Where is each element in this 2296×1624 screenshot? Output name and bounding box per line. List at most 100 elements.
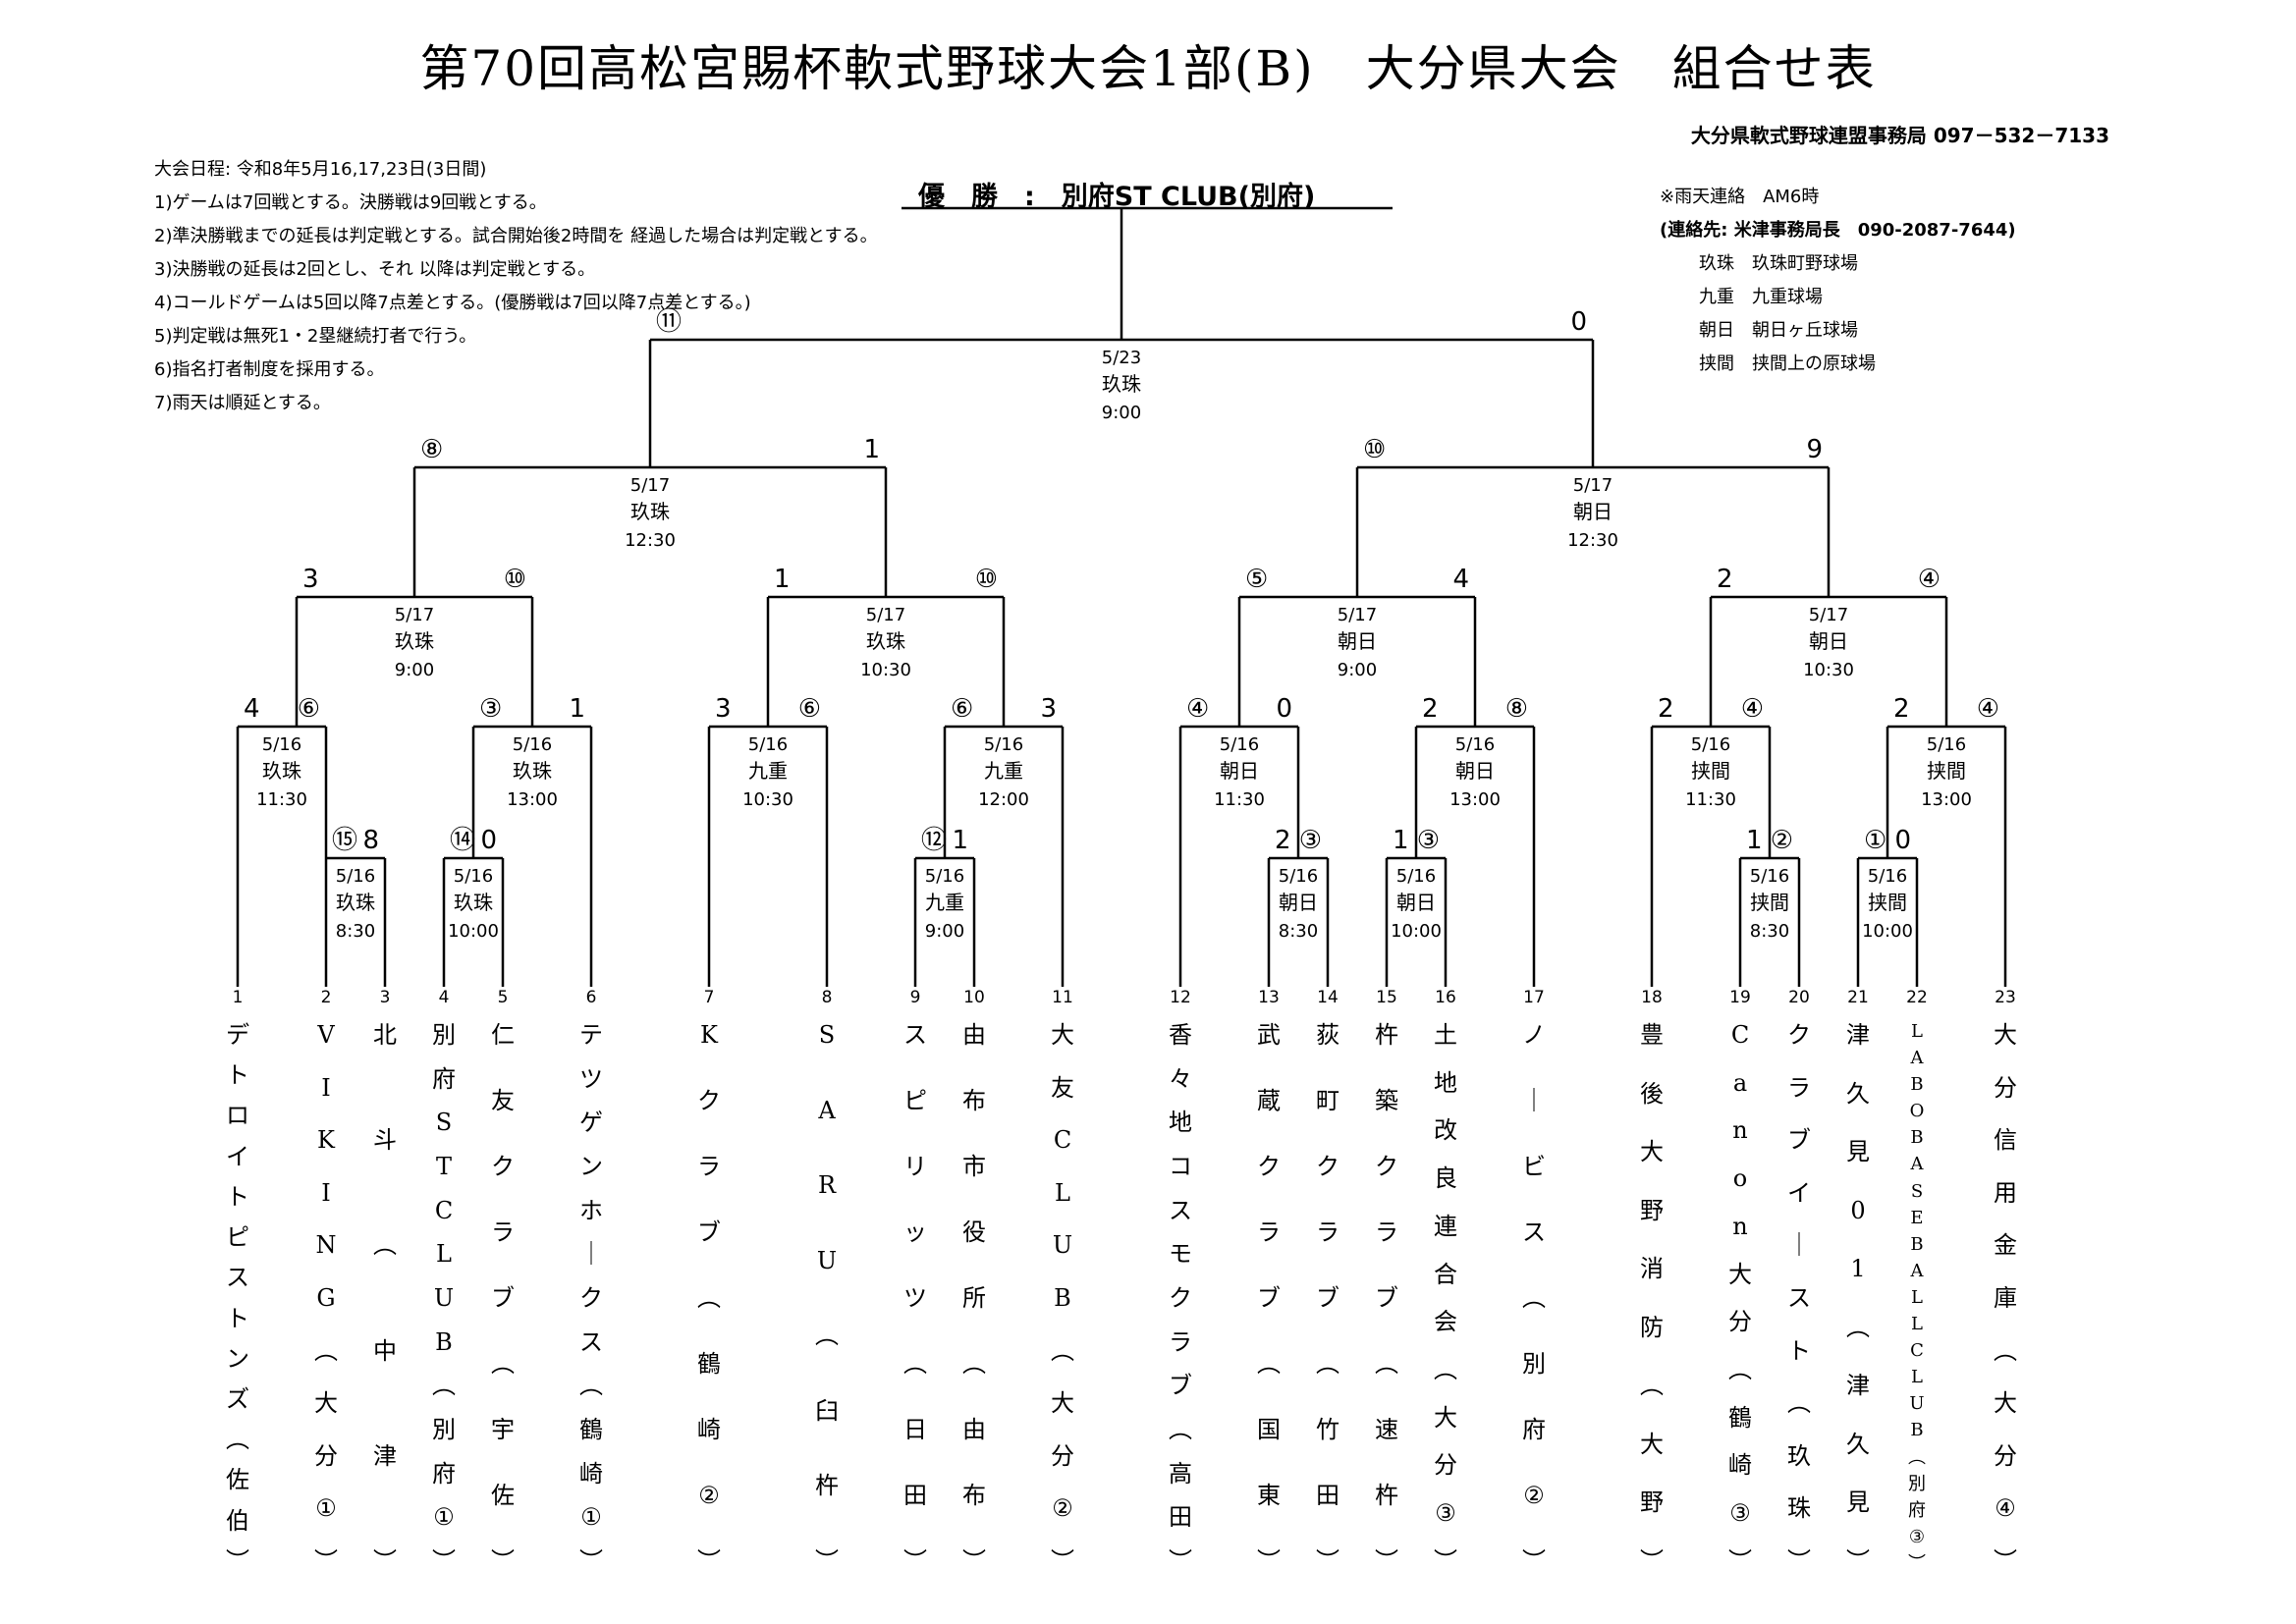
team-name-char: 荻: [1316, 1021, 1339, 1049]
team-number: 20: [1788, 988, 1810, 1007]
team-number: 23: [1995, 988, 2016, 1007]
team-name-char: 大: [1051, 1389, 1074, 1418]
team-name-char: ト: [226, 1304, 249, 1332]
team-name-char: K: [700, 1021, 718, 1049]
team-name-char: V: [317, 1021, 335, 1049]
team-name-char: 田: [1169, 1503, 1192, 1532]
team-name-char: 庫: [1994, 1283, 2017, 1312]
team-name-char: 崎: [1728, 1451, 1752, 1480]
rain-contact-phone: (連絡先: 米津事務局長 090-2087-7644): [1660, 220, 2016, 241]
team-name-char: 役: [962, 1218, 986, 1246]
team-name-char: 蔵: [1257, 1087, 1281, 1114]
game-time: 10:30: [742, 789, 793, 810]
score-right: ⑥: [798, 694, 821, 724]
game-date: 5/16: [1868, 866, 1907, 887]
team-name-char: ︵: [1908, 1446, 1926, 1468]
team-name-char: ︶: [1994, 1546, 2017, 1575]
team-name-char: 分: [1994, 1073, 2017, 1102]
game-venue: 朝日: [1279, 891, 1318, 914]
team-name-char: 玖: [1787, 1441, 1811, 1470]
team-name-char: 竹: [1316, 1416, 1339, 1443]
game-time: 8:30: [1279, 921, 1318, 942]
team-name-char: イ: [226, 1142, 249, 1170]
team-name-char: 連: [1434, 1212, 1457, 1240]
team-name-char: ︶: [1375, 1547, 1398, 1575]
team-name-char: 大: [1994, 1389, 2017, 1418]
team-name-char: ラ: [1787, 1073, 1811, 1102]
team-name-char: 珠: [1787, 1494, 1811, 1523]
team-name-char: S: [435, 1109, 453, 1137]
team-name-char: ︶: [697, 1547, 721, 1575]
team-name-char: 大: [314, 1389, 338, 1418]
score-left: ⑮: [332, 826, 357, 855]
team-name-char: 大: [1728, 1260, 1752, 1288]
team-name-char: ︵: [314, 1336, 338, 1365]
game-venue: 朝日: [1455, 759, 1495, 783]
team-name: 由布市役所︵由布︶: [955, 1023, 994, 1573]
team-name-char: 府: [1522, 1416, 1546, 1443]
team-name-char: ︶: [1434, 1546, 1457, 1575]
score-right: 0: [1894, 826, 1911, 855]
team-name-char: ④: [1995, 1494, 2016, 1523]
game-time: 10:00: [448, 921, 499, 942]
game-time: 8:30: [336, 921, 375, 942]
team-name-char: ︵: [815, 1322, 839, 1350]
score-left: ⑩: [1363, 435, 1386, 464]
score-right: 8: [362, 826, 379, 855]
score-right: ④: [1977, 694, 1999, 724]
game-time: 10:00: [1391, 921, 1442, 942]
team-number: 18: [1641, 988, 1663, 1007]
team-name-char: K: [317, 1126, 335, 1155]
team-number: 5: [497, 988, 509, 1007]
team-name-char: ︶: [373, 1546, 397, 1575]
game-venue: 挟間: [1750, 891, 1789, 914]
team-name-char: 0: [1850, 1196, 1866, 1224]
score-right: 3: [1040, 694, 1057, 724]
score-right: 0: [1570, 307, 1587, 337]
team-name-char: ︶: [1640, 1546, 1664, 1575]
team-name-char: 佐: [226, 1466, 249, 1494]
team-name: 仁友クラブ︵宇佐︶: [483, 1023, 522, 1573]
team-name-char: 会: [1434, 1308, 1457, 1336]
team-name-char: 信: [1994, 1126, 2017, 1155]
team-name-char: ク: [697, 1087, 721, 1114]
game-venue: 九重: [748, 759, 788, 783]
team-name-char: ツ: [903, 1284, 927, 1312]
team-name-char: ︵: [491, 1350, 515, 1378]
team-name-char: C: [1910, 1340, 1924, 1362]
team-name-char: 布: [962, 1087, 986, 1114]
team-name-char: 布: [962, 1482, 986, 1509]
team-name-char: 杵: [815, 1472, 839, 1500]
team-number: 15: [1376, 988, 1397, 1007]
team-name-char: ︶: [491, 1547, 515, 1575]
team-name-char: a: [1732, 1068, 1748, 1097]
team-name-char: ブ: [1787, 1126, 1811, 1155]
game-date: 5/16: [1750, 866, 1789, 887]
score-right: ⑩: [504, 565, 526, 594]
game-date: 5/16: [262, 734, 301, 755]
team-name-char: 大: [1051, 1021, 1074, 1049]
score-left: 1: [1393, 826, 1409, 855]
game-time: 8:30: [1750, 921, 1789, 942]
score-right: ⑩: [975, 565, 998, 594]
score-left: 2: [1893, 694, 1910, 724]
rule-4: 4)コールドゲームは5回以降7点差とする。(優勝戦は7回以降7点差とする。): [154, 293, 751, 313]
team-name-char: ツ: [579, 1064, 603, 1093]
team-name: 杵築クラブ︵速杵︶: [1367, 1023, 1406, 1573]
team-name-char: ン: [579, 1152, 603, 1180]
team-name-char: C: [1053, 1126, 1072, 1155]
team-name-char: A: [1910, 1048, 1924, 1069]
team-name-char: L: [1911, 1367, 1923, 1388]
game-venue: 玖珠: [336, 891, 375, 914]
score-right: 0: [1276, 694, 1292, 724]
team-number: 12: [1170, 988, 1191, 1007]
game-date: 5/16: [454, 866, 493, 887]
team-name-char: 速: [1375, 1416, 1398, 1443]
team-name: スピリッツ︵日田︶: [896, 1023, 935, 1573]
rule-1: 1)ゲームは7回戦とする。決勝戦は9回戦とする。: [154, 192, 547, 213]
team-name-char: ︶: [1908, 1552, 1926, 1574]
team-name-char: モ: [1169, 1240, 1192, 1269]
team-name-char: ブ: [1375, 1284, 1398, 1312]
team-name-char: 仁: [491, 1021, 515, 1049]
team-name-char: L: [1911, 1286, 1923, 1308]
